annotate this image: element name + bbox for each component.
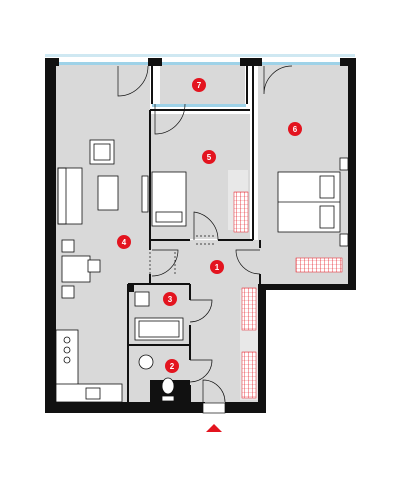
room-number-2: 2 [170, 362, 175, 371]
door-swings [117, 65, 293, 403]
wall-top-outer [45, 54, 355, 57]
room-badge-1: 1 [210, 260, 224, 274]
washbasin-room-3 [134, 291, 150, 307]
hob-ring-1 [63, 336, 71, 344]
hob-ring-2 [63, 346, 71, 354]
pillow-right [319, 205, 335, 229]
radiator-hall-2 [241, 351, 257, 399]
window-room-5 [152, 104, 246, 107]
window-room-7 [162, 62, 240, 65]
door-room-3 [189, 299, 213, 323]
sofa-back [57, 167, 67, 225]
room-number-5: 5 [207, 153, 212, 162]
door-room-2 [189, 359, 213, 383]
bathtub-inner [138, 320, 180, 338]
shaft-block [128, 284, 134, 292]
windows [59, 62, 340, 107]
toilet [161, 377, 175, 395]
radiator-room-5 [233, 191, 249, 233]
radiators [233, 191, 343, 399]
bathtub [134, 317, 184, 341]
sofa [57, 167, 83, 225]
pillow-left [319, 175, 335, 199]
room-badge-3: 3 [163, 292, 177, 306]
tv-unit [141, 175, 149, 213]
room-number-1: 1 [215, 263, 220, 272]
wall-top-right [340, 58, 356, 66]
interior-walls [127, 66, 261, 402]
nightstand-2 [339, 233, 349, 247]
openings [149, 235, 216, 274]
sink [85, 387, 101, 400]
door-room-1-right [235, 249, 261, 275]
room-badge-6: 6 [288, 122, 302, 136]
entrance-threshold [202, 402, 226, 414]
room-badge-5: 5 [202, 150, 216, 164]
radiator-hall-1 [241, 287, 257, 331]
door-entrance [202, 379, 226, 403]
window-room-6 [262, 62, 340, 65]
window-room-4 [59, 62, 148, 65]
wall-top-mid [148, 58, 162, 66]
radiator-room-6 [295, 257, 343, 273]
wall-right [348, 58, 356, 290]
nightstand-1 [339, 157, 349, 171]
door-room-1-left [151, 249, 179, 277]
wall-bottom-right [225, 402, 265, 413]
room-badges: 1 2 3 4 5 6 7 [117, 78, 302, 373]
room-badge-4: 4 [117, 235, 131, 249]
entrance-arrow-icon [206, 424, 222, 432]
pillow-room-5 [155, 211, 183, 223]
door-room-4 [117, 65, 149, 97]
toilet-tank [161, 395, 175, 402]
chair-3 [61, 285, 75, 299]
chair-1 [61, 239, 75, 253]
bed-room-5 [151, 171, 187, 227]
door-room-6 [263, 65, 293, 95]
coffee-table [97, 175, 119, 211]
room-number-6: 6 [293, 125, 298, 134]
wall-left [45, 58, 56, 413]
outer-walls [45, 54, 356, 413]
room-badge-2: 2 [165, 359, 179, 373]
room-number-7: 7 [197, 81, 202, 90]
chair-2 [87, 259, 101, 273]
wall-right-lower [258, 284, 266, 413]
door-room-5 [193, 211, 219, 241]
washbasin-room-2 [138, 354, 154, 370]
kitchen-counter-bottom [55, 383, 123, 403]
room-badge-7: 7 [192, 78, 206, 92]
room-number-3: 3 [168, 295, 173, 304]
door-room-7 [154, 103, 186, 135]
wall-bottom-left [45, 402, 205, 413]
wall-top-mid2 [240, 58, 262, 66]
dining-table [61, 255, 91, 283]
room-number-4: 4 [122, 238, 127, 247]
wall-right-step [258, 284, 355, 290]
armchair-seat [93, 143, 111, 161]
wall-top-left [45, 58, 59, 66]
hob-ring-3 [63, 356, 71, 364]
